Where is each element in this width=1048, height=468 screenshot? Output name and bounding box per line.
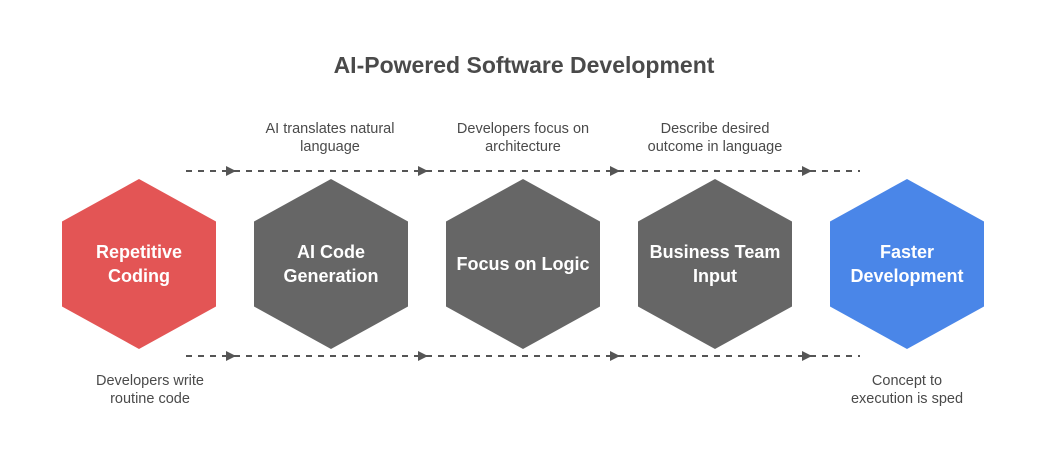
top-note-ai-translates: AI translates natural language	[240, 120, 420, 156]
step-label-line1: Faster	[879, 242, 935, 262]
top-connector	[186, 166, 860, 176]
bottom-arrow-1	[226, 351, 236, 361]
note-line2: language	[300, 139, 360, 155]
step-hexagon-faster-development	[830, 179, 984, 349]
step-label-ai-code-generation: AI Code Generation	[256, 240, 406, 288]
top-note-developers-focus: Developers focus on architecture	[433, 120, 613, 156]
note-line2: execution is sped	[850, 391, 964, 407]
top-note-describe-outcome: Describe desired outcome in language	[625, 120, 805, 156]
step-hexagon-ai-code-generation	[254, 179, 408, 349]
step-label-line1: Focus on Logic	[456, 254, 590, 274]
note-line1: Developers write	[96, 373, 204, 389]
bottom-arrow-3	[610, 351, 620, 361]
step-label-line1: Business Team	[649, 242, 781, 262]
step-hexagon-repetitive-coding	[62, 179, 216, 349]
bottom-arrow-4	[802, 351, 812, 361]
note-line1: Concept to	[871, 373, 943, 389]
note-line1: Developers focus on	[456, 121, 590, 137]
step-label-line2: Generation	[283, 266, 379, 286]
step-label-focus-on-logic: Focus on Logic	[448, 252, 598, 276]
top-arrow-3	[610, 166, 620, 176]
bottom-arrow-2	[418, 351, 428, 361]
top-arrow-2	[418, 166, 428, 176]
note-line1: Describe desired	[660, 121, 770, 137]
note-line2: outcome in language	[647, 139, 783, 155]
top-arrow-1	[226, 166, 236, 176]
top-arrow-4	[802, 166, 812, 176]
note-line2: architecture	[485, 139, 561, 155]
step-label-line2: Input	[693, 266, 737, 286]
step-label-line1: Repetitive	[95, 242, 183, 262]
step-hexagon-focus-on-logic	[446, 179, 600, 349]
note-line2: routine code	[110, 391, 190, 407]
step-label-line2: Development	[850, 266, 964, 286]
step-label-line2: Coding	[108, 266, 170, 286]
diagram-title: AI-Powered Software Development	[333, 52, 715, 78]
bottom-connector	[186, 351, 860, 361]
bottom-note-concept-to-execution: Concept to execution is sped	[817, 372, 997, 408]
step-label-line1: AI Code	[296, 242, 365, 262]
step-label-repetitive-coding: Repetitive Coding	[64, 240, 214, 288]
step-hexagon-business-team-input	[638, 179, 792, 349]
step-label-faster-development: Faster Development	[832, 240, 982, 288]
step-label-business-team-input: Business Team Input	[640, 240, 790, 288]
note-line1: AI translates natural	[265, 121, 395, 137]
bottom-note-developers-write: Developers write routine code	[60, 372, 240, 408]
